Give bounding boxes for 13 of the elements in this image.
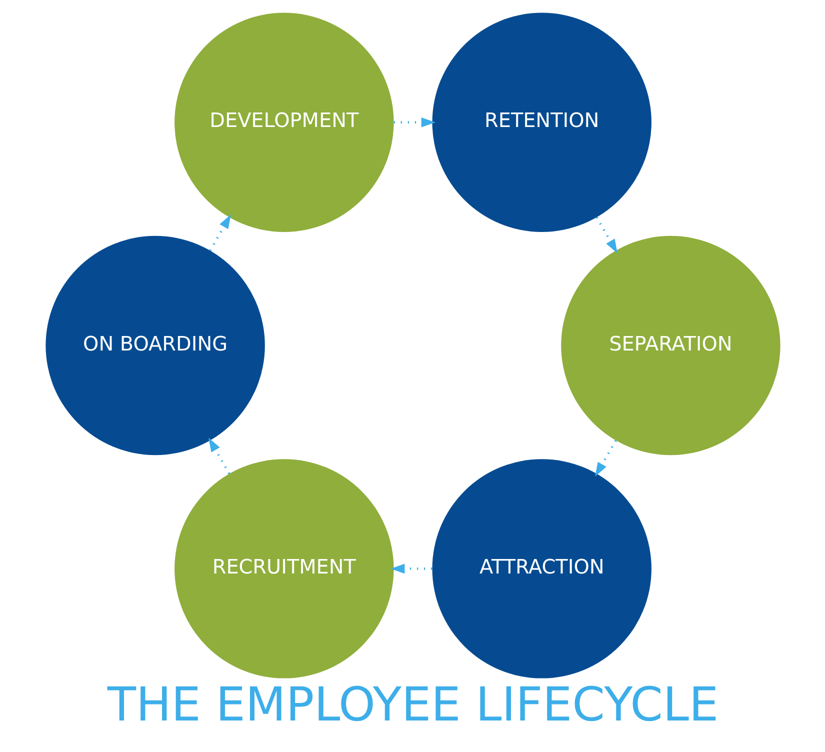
node-circle: SEPARATION bbox=[560, 236, 780, 456]
arrow bbox=[390, 564, 432, 574]
arrow bbox=[594, 440, 616, 477]
node-circle: RETENTION bbox=[432, 12, 651, 232]
node-circle: ON BOARDING bbox=[45, 236, 264, 456]
arrow bbox=[393, 117, 435, 128]
node-circle: DEVELOPMENT bbox=[174, 12, 394, 232]
arrow bbox=[595, 216, 617, 254]
node-circle: ATTRACTION bbox=[432, 459, 651, 678]
diagram-title: THE EMPLOYEE LIFECYCLE bbox=[106, 678, 718, 733]
arrow bbox=[208, 214, 230, 252]
arrow bbox=[208, 438, 230, 474]
node-circle: RECRUITMENT bbox=[174, 459, 394, 678]
